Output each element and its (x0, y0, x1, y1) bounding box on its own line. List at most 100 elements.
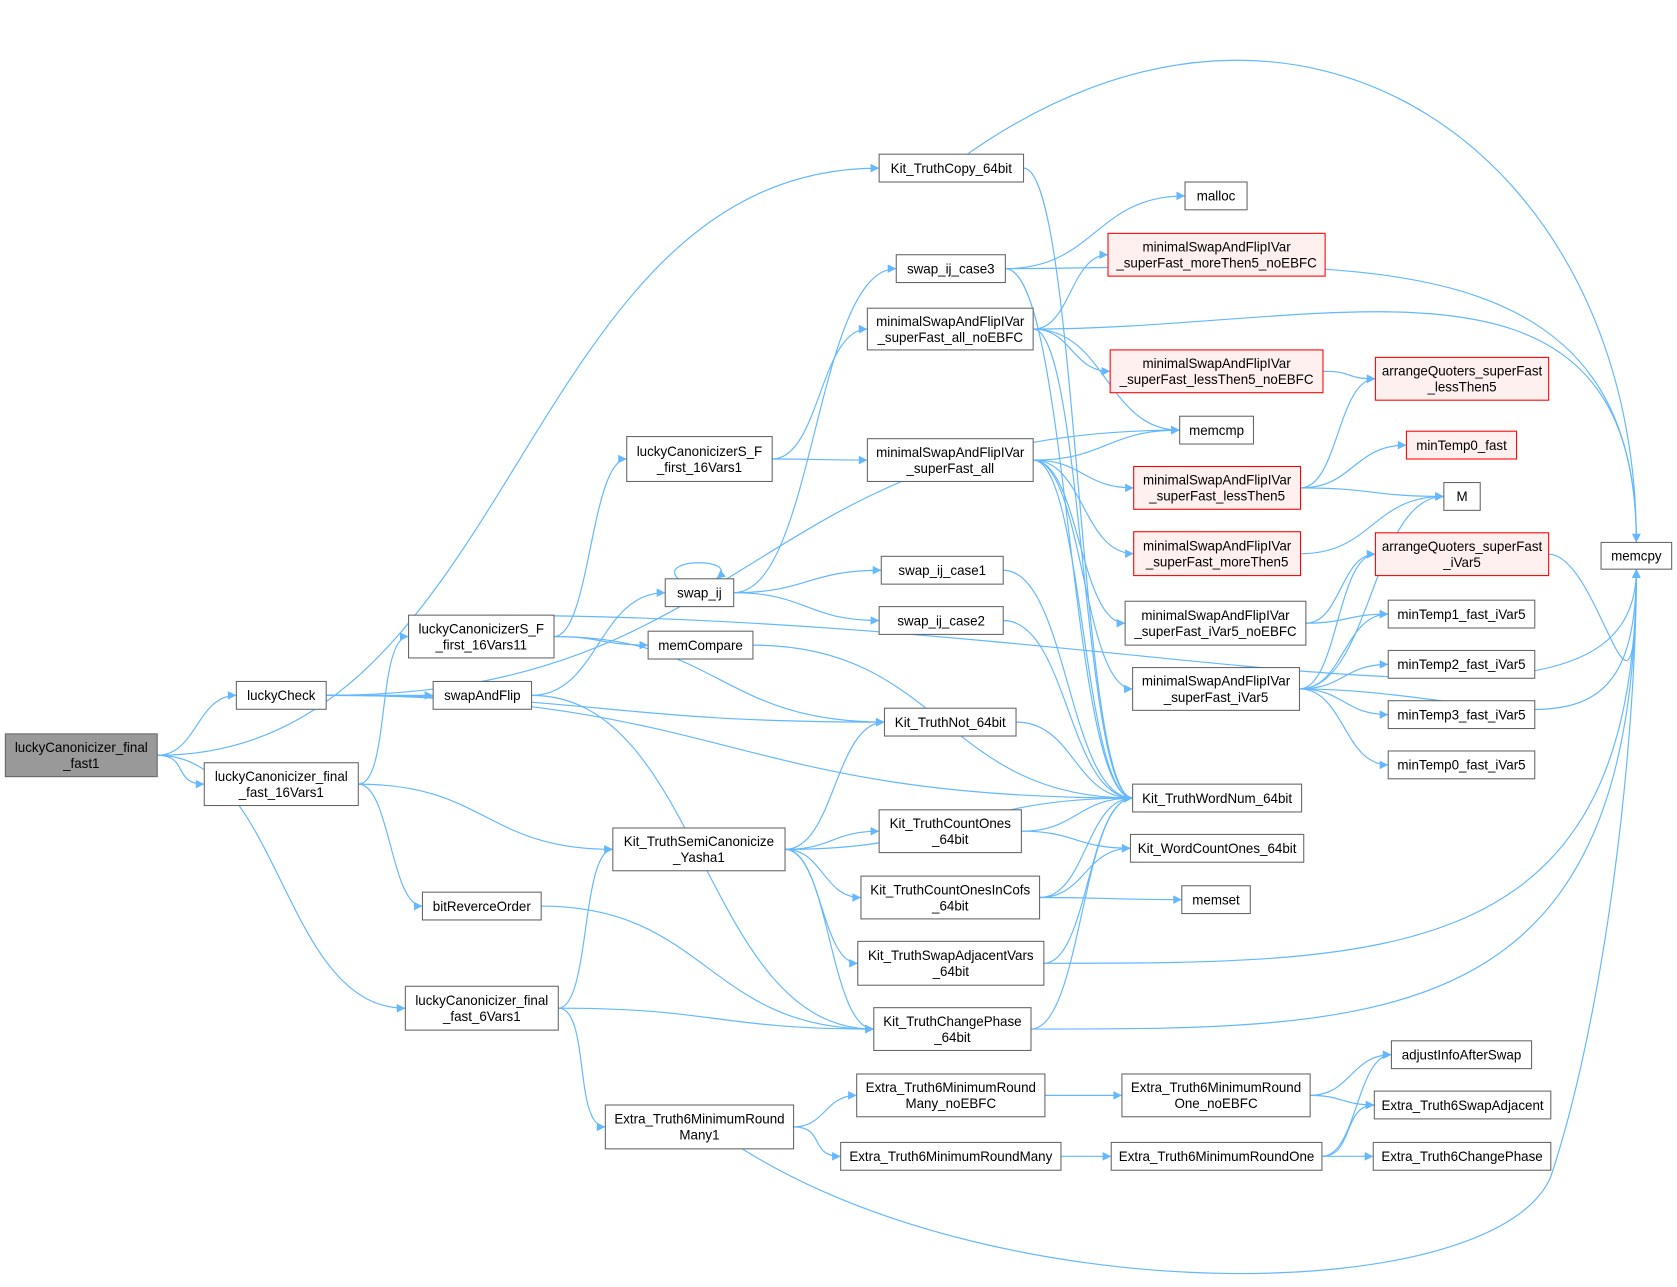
node-label: minTemp2_fast_iVar5 (1397, 657, 1525, 672)
node-label: Kit_TruthChangePhase (883, 1014, 1021, 1029)
node-label: Kit_TruthWordNum_64bit (1142, 791, 1292, 806)
node-allNo[interactable]: minimalSwapAndFlipIVar_superFast_all_noE… (866, 307, 1034, 351)
node-memcpy[interactable]: memcpy (1600, 541, 1673, 570)
node-memCompare[interactable]: memCompare (647, 630, 754, 660)
edge-semi-to-not (785, 717, 885, 850)
node-label: luckyCanonicizer_final (415, 993, 548, 1008)
node-less5No[interactable]: minimalSwapAndFlipIVar_superFast_lessThe… (1109, 349, 1324, 394)
edge-countOnes-to-wordCount (1021, 830, 1131, 853)
node-mt0[interactable]: minTemp0_fast_iVar5 (1387, 750, 1536, 780)
node-f16[interactable]: luckyCanonicizer_final_fast_16Vars1 (203, 762, 359, 807)
node-swap_ij[interactable]: swap_ij (664, 578, 735, 608)
node-e6swap[interactable]: Extra_Truth6SwapAdjacent (1373, 1090, 1552, 1120)
node-label: _superFast_iVar5_noEBFC (1133, 624, 1297, 639)
node-box (857, 940, 1045, 986)
node-box (866, 438, 1034, 483)
node-label: _superFast_moreThen5_noEBFC (1115, 256, 1317, 271)
node-box (878, 809, 1022, 854)
edge-all-to-iv5 (1033, 459, 1133, 694)
node-case1[interactable]: swap_ij_case1 (880, 555, 1004, 585)
edge-iv5-to-mt3 (1299, 688, 1389, 719)
node-mt1[interactable]: minTemp1_fast_iVar5 (1387, 599, 1536, 629)
edge-many1-to-many (793, 1126, 841, 1161)
node-countOnes[interactable]: Kit_TruthCountOnes_64bit (878, 809, 1022, 854)
node-all[interactable]: minimalSwapAndFlipIVar_superFast_all (866, 438, 1034, 483)
node-box (1107, 232, 1326, 277)
edge-less5-to-M (1300, 487, 1444, 501)
node-iv5No[interactable]: minimalSwapAndFlipIVar_superFast_iVar5_n… (1124, 600, 1307, 646)
node-less5[interactable]: minimalSwapAndFlipIVar_superFast_lessThe… (1133, 465, 1302, 510)
node-not[interactable]: Kit_TruthNot_64bit (883, 707, 1017, 737)
node-wordNum[interactable]: Kit_TruthWordNum_64bit (1132, 783, 1303, 813)
node-box (1181, 885, 1251, 915)
node-label: _iVar5 (1442, 555, 1481, 570)
node-case2[interactable]: swap_ij_case2 (878, 606, 1004, 635)
node-box (856, 1073, 1046, 1118)
node-label: minimalSwapAndFlipIVar (1142, 240, 1291, 255)
node-aqIv5[interactable]: arrangeQuoters_superFast_iVar5 (1374, 532, 1550, 577)
node-label: luckyCanonicizer_final (15, 740, 148, 755)
node-wordCount[interactable]: Kit_WordCountOnes_64bit (1129, 833, 1305, 863)
node-copy[interactable]: Kit_TruthCopy_64bit (878, 153, 1025, 183)
node-label: _Yasha1 (672, 850, 725, 865)
node-more5[interactable]: minimalSwapAndFlipIVar_superFast_moreThe… (1133, 531, 1302, 577)
node-label: minTemp0_fast (1416, 438, 1507, 453)
node-box (612, 827, 786, 872)
edge-n1-to-copy (157, 163, 880, 756)
node-M[interactable]: M (1443, 482, 1481, 511)
node-case3[interactable]: swap_ij_case3 (895, 254, 1006, 284)
node-n1[interactable]: luckyCanonicizer_final_fast1 (4, 733, 158, 778)
node-adjust[interactable]: adjustInfoAfterSwap (1390, 1040, 1533, 1070)
edge-iv5-to-mt1 (1299, 609, 1389, 690)
node-iv5[interactable]: minimalSwapAndFlipIVar_superFast_iVar5 (1132, 667, 1300, 711)
edge-aqIv5-to-memcpy (1548, 553, 1641, 661)
node-label: One_noEBFC (1174, 1096, 1258, 1111)
node-f6[interactable]: luckyCanonicizer_final_fast_6Vars1 (404, 985, 559, 1031)
node-semi[interactable]: Kit_TruthSemiCanonicize_Yasha1 (612, 827, 786, 872)
node-sf11[interactable]: luckyCanonicizerS_F_first_16Vars11 (408, 614, 555, 659)
node-label: memCompare (658, 638, 743, 653)
node-label: Extra_Truth6MinimumRoundOne (1119, 1149, 1315, 1164)
node-e6phase[interactable]: Extra_Truth6ChangePhase (1372, 1141, 1552, 1171)
node-box (4, 733, 158, 778)
node-malloc[interactable]: malloc (1184, 181, 1248, 211)
node-mt0fast[interactable]: minTemp0_fast (1405, 430, 1518, 460)
node-mt3[interactable]: minTemp3_fast_iVar5 (1387, 700, 1536, 730)
node-manyNo[interactable]: Extra_Truth6MinimumRoundMany_noEBFC (856, 1073, 1046, 1118)
edge-swap_ij-to-case3 (733, 264, 897, 594)
node-aqLess5[interactable]: arrangeQuoters_superFast_lessThen5 (1374, 356, 1550, 401)
node-luckyCheck[interactable]: luckyCheck (235, 680, 327, 710)
edge-less5No-to-aqLess5 (1322, 370, 1376, 384)
node-bitRev[interactable]: bitReverceOrder (421, 891, 542, 921)
edge-swap_ij-to-swap_ij (674, 562, 726, 580)
node-more5No[interactable]: minimalSwapAndFlipIVar_superFast_moreThe… (1107, 232, 1326, 277)
node-many[interactable]: Extra_Truth6MinimumRoundMany (840, 1141, 1062, 1171)
node-label: minTemp0_fast_iVar5 (1397, 758, 1525, 773)
edge-f6-to-many1 (558, 1007, 606, 1132)
node-oneNo[interactable]: Extra_Truth6MinimumRoundOne_noEBFC (1121, 1073, 1311, 1118)
node-swapAndFlip[interactable]: swapAndFlip (432, 680, 533, 710)
node-mt2[interactable]: minTemp2_fast_iVar5 (1387, 649, 1536, 679)
node-swapAdj[interactable]: Kit_TruthSwapAdjacentVars_64bit (857, 940, 1045, 986)
edge-countOnes-to-wordNum (1021, 793, 1133, 832)
edge-sf11-to-memcpy (481, 569, 1641, 679)
node-countCofs[interactable]: Kit_TruthCountOnesInCofs_64bit (860, 875, 1041, 920)
node-box (895, 254, 1006, 284)
node-label: _lessThen5 (1426, 380, 1496, 395)
node-label: arrangeQuoters_superFast (1382, 539, 1543, 554)
node-sf1[interactable]: luckyCanonicizerS_F_first_16Vars1 (626, 436, 773, 483)
edge-countCofs-to-wordNum (1039, 793, 1133, 899)
node-box (1374, 356, 1550, 401)
node-label: minTemp3_fast_iVar5 (1397, 707, 1525, 722)
edge-sf1-to-allNo (772, 324, 868, 460)
node-label: _superFast_lessThen5_noEBFC (1119, 372, 1314, 387)
node-one[interactable]: Extra_Truth6MinimumRoundOne (1110, 1141, 1323, 1171)
node-label: _64bit (931, 898, 969, 913)
edge-swap_ij-to-case1 (733, 565, 882, 594)
node-memset[interactable]: memset (1181, 885, 1251, 915)
edge-allNo-to-wordNum (1033, 328, 1133, 803)
node-changePhase[interactable]: Kit_TruthChangePhase_64bit (873, 1007, 1032, 1051)
node-memcmp[interactable]: memcmp (1179, 415, 1255, 445)
